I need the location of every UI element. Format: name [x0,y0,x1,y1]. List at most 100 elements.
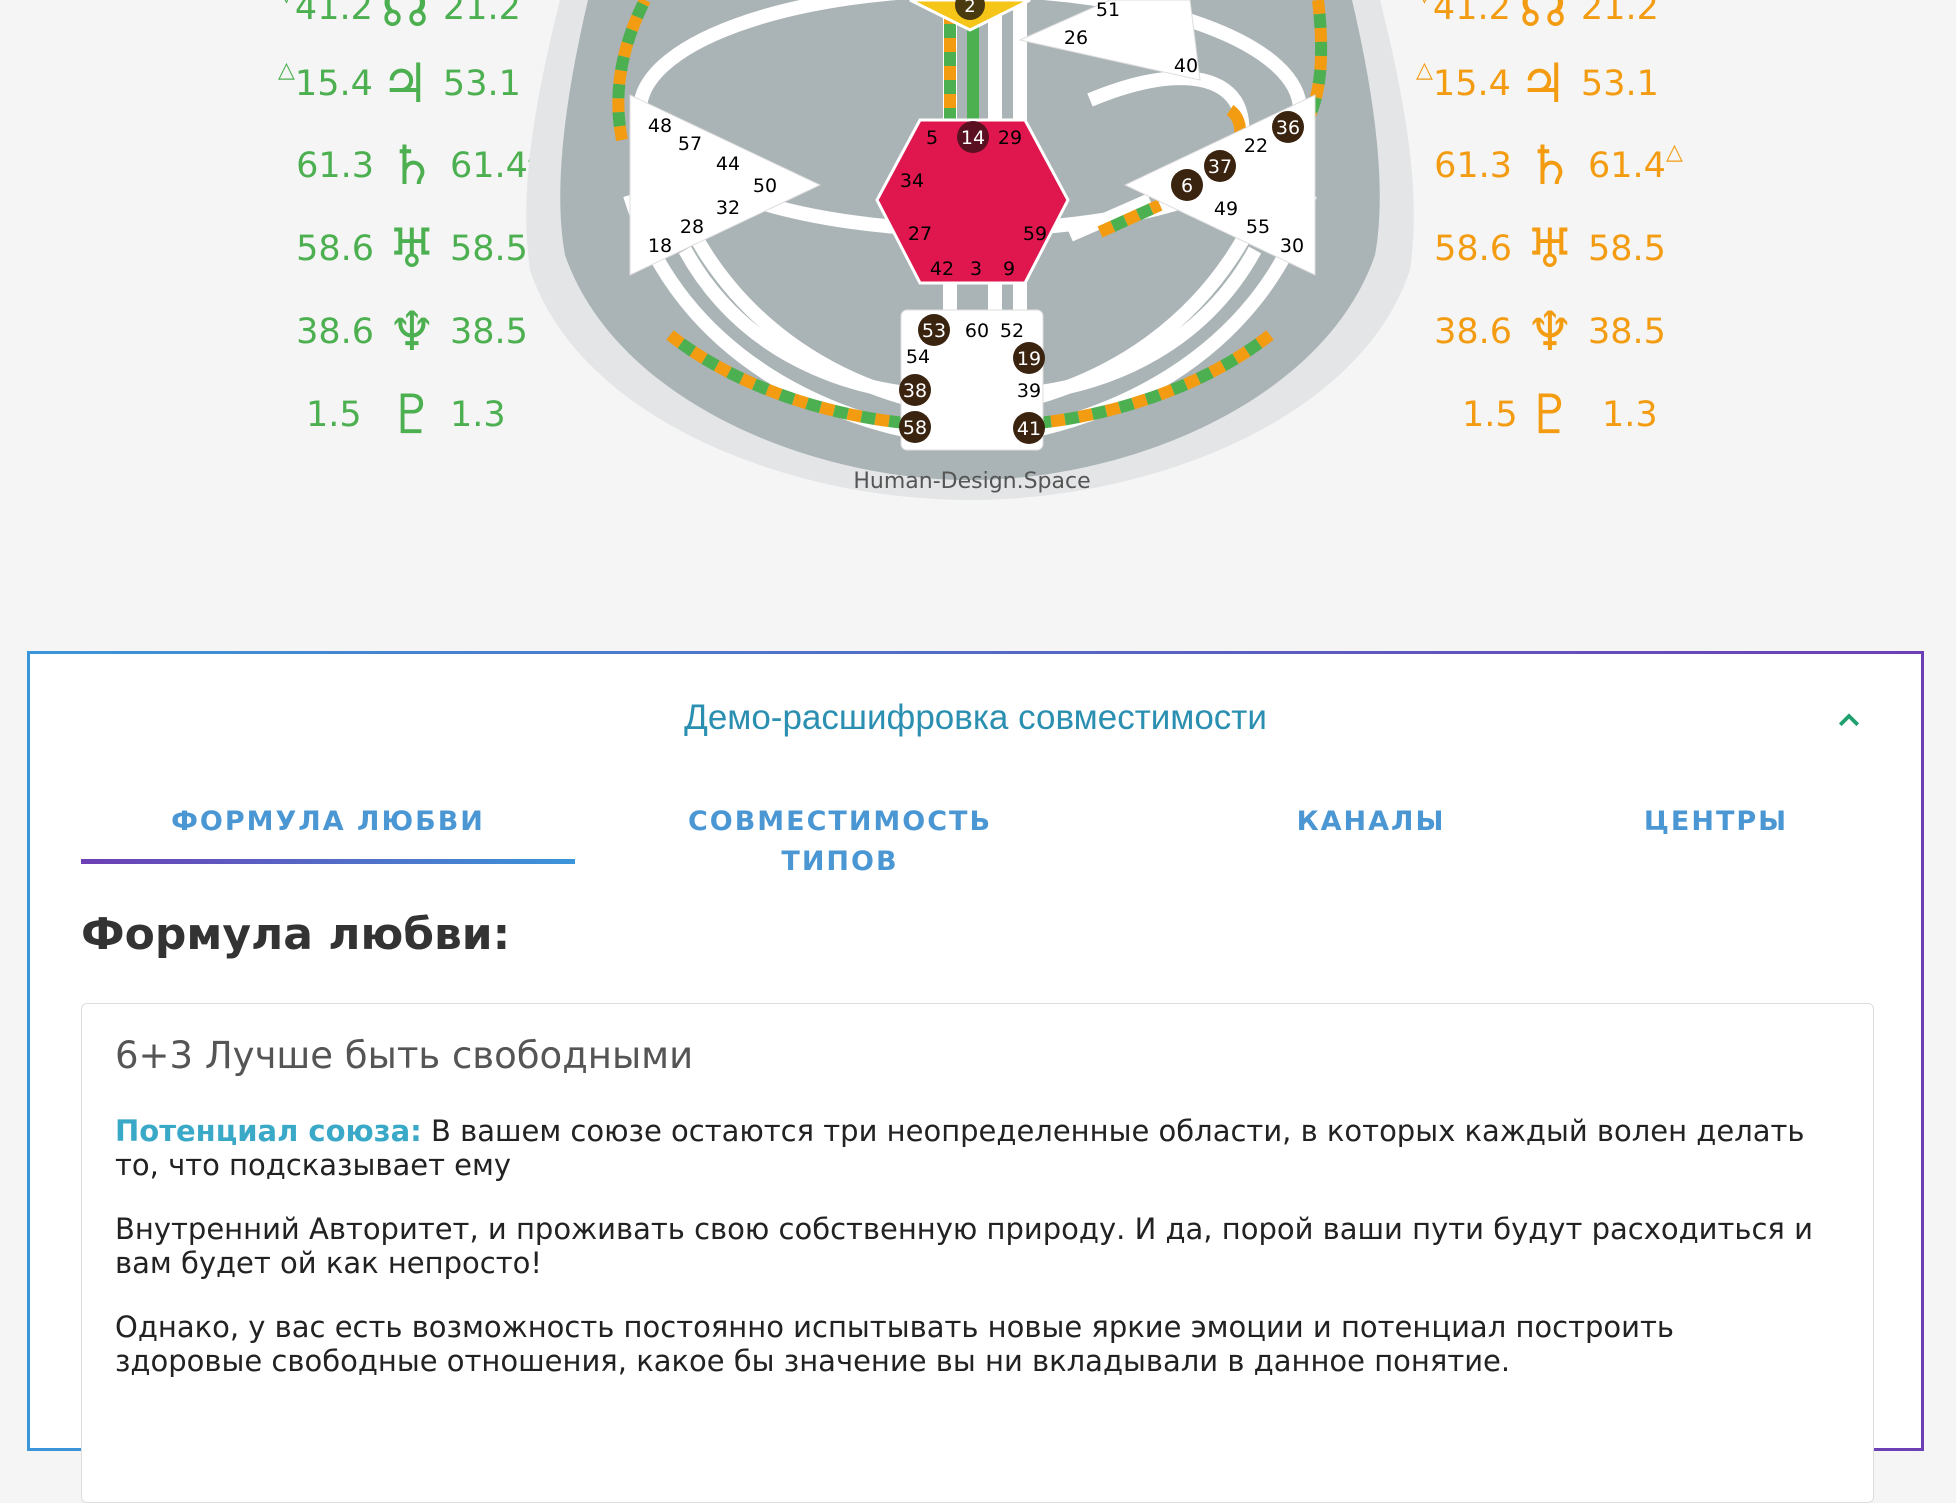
gate-36-label: 36 [1276,117,1300,139]
planet-value: 38.6 [1434,312,1512,352]
tri-down-icon: ▽ [278,0,295,7]
paragraph-2: Внутренний Авторитет, и проживать свою с… [115,1212,1813,1280]
planet-value: 61.3 [296,146,374,186]
north-node-icon: ☊ [380,0,429,39]
tri-up-icon: △ [278,57,295,83]
chevron-up-icon [1838,713,1860,727]
active-channel-dashed [666,330,931,431]
pluto-icon: ♇ [387,383,437,446]
planet-value: 38.5 [450,312,528,352]
gate-36-marker [1272,111,1304,143]
gate-44-label: 44 [716,153,740,175]
gate-34-label: 34 [900,170,924,192]
tab-love-formula[interactable]: ФОРМУЛА ЛЮБВИ [171,806,485,837]
gate-50-label: 50 [753,175,777,197]
gate-59-label: 59 [1023,223,1047,245]
planet-row-uranus: 58.6♅58.5 [278,209,546,289]
gate-48-label: 48 [648,115,672,137]
planet-value: 38.5 [1588,312,1666,352]
paragraph-1: Потенциал союза: В вашем союзе остаются … [115,1114,1815,1182]
active-channel-dashed [666,330,931,431]
gate-60-label: 60 [965,320,989,342]
bodygraph-caption: Human-Design.Space [853,469,1090,494]
planet-row-jupiter: △15.4♃53.1 [1416,44,1677,124]
gate-9-label: 9 [1003,258,1015,280]
pluto-icon: ♇ [1525,383,1575,446]
planet-value: 1.3 [1602,395,1658,435]
gate-2-label: 2 [964,0,975,17]
planet-row-jupiter: △15.4♃53.1 [278,44,539,124]
gate-29-label: 29 [998,127,1022,149]
gate-19-marker [1013,342,1045,374]
active-channel-dashed [1014,330,1274,431]
bodygraph-chart: 2 51 26 40 48 57 44 50 32 28 18 5 14 29 … [526,0,1414,500]
planet-value: 41.2 [1432,0,1511,28]
gate-37-marker [1204,150,1236,182]
planet-value: 53.1 [442,64,521,104]
gate-3-label: 3 [970,258,982,280]
gate-53-marker [918,314,950,346]
tab-channels[interactable]: КАНАЛЫ [1296,806,1446,837]
heart-center [1018,0,1201,81]
gate-42-label: 42 [930,258,954,280]
planet-value: 15.4 [294,64,373,104]
planet-row-uranus: 58.6♅58.5 [1416,209,1684,289]
gate-41-label: 41 [1017,418,1041,440]
card-body: Потенциал союза: В вашем союзе остаются … [115,1114,1815,1408]
section-heading: Формула любви: [81,909,511,960]
gate-58-label: 58 [903,417,927,439]
planet-row-north-node: ▽41.2☊21.2 [278,0,539,48]
active-channel-dashed [612,0,651,142]
gate-18-label: 18 [648,235,672,257]
tri-up-icon: △ [1665,139,1683,165]
gate-51-label: 51 [1096,0,1120,21]
planet-value: 1.5 [306,395,362,435]
gate-6-label: 6 [1181,175,1193,197]
planet-value: 38.6 [296,312,374,352]
gate-26-label: 26 [1064,27,1088,49]
planet-value: 15.4 [1432,64,1511,104]
planet-value: 21.2 [1580,0,1659,28]
neptune-icon: ♆ [387,300,437,363]
planet-value: 61.4 [450,146,528,186]
planet-value: 58.6 [1434,229,1512,269]
tri-down-icon: ▽ [1416,0,1433,7]
planet-row-saturn: 61.3♄61.4△ [278,126,545,206]
gate-39-label: 39 [1017,380,1041,402]
planet-value: 61.4 [1588,146,1666,186]
paragraph-3: Однако, у вас есть возможность постоянно… [115,1310,1674,1378]
collapse-button[interactable] [1829,706,1869,742]
gate-28-label: 28 [680,216,704,238]
active-channel-dashed [1097,199,1163,238]
gate-19-label: 19 [1017,348,1041,370]
planet-value: 58.5 [1588,229,1666,269]
union-potential-label: Потенциал союза: [115,1114,422,1148]
gate-55-label: 55 [1246,216,1270,238]
spleen-center [629,94,822,276]
card-title: 6+3 Лучше быть свободными [115,1034,694,1077]
gate-22-label: 22 [1244,135,1268,157]
channel-arc [1009,246,1262,402]
channel-arc [1067,193,1153,242]
planet-value: 1.5 [1462,395,1518,435]
tab-type-compatibility[interactable]: СОВМЕСТИМОСТЬ ТИПОВ [687,806,993,877]
north-node-icon: ☊ [1518,0,1567,39]
planet-row-neptune: 38.6♆38.5 [1416,292,1684,372]
gate-38-marker [899,374,931,406]
gate-14-marker [957,121,989,153]
gate-53-label: 53 [922,320,946,342]
planet-row-north-node: ▽41.2☊ 21.2 [1416,0,1677,48]
planet-value: 41.2 [294,0,373,28]
gate-2-marker [955,0,985,20]
tab-centers[interactable]: ЦЕНТРЫ [1643,806,1789,837]
gate-40-label: 40 [1174,55,1198,77]
planet-value: 58.5 [450,229,528,269]
planet-value: 1.3 [450,395,506,435]
gate-52-label: 52 [1000,320,1024,342]
gate-5-label: 5 [926,127,938,149]
planet-row-pluto: 1.5♇ 1.3 [1416,375,1698,455]
love-formula-card: 6+3 Лучше быть свободными Потенциал союз… [81,1003,1874,1503]
planet-row-saturn: 61.3♄61.4△ [1416,126,1683,206]
saturn-icon: ♄ [1525,134,1575,197]
gate-54-label: 54 [906,346,930,368]
